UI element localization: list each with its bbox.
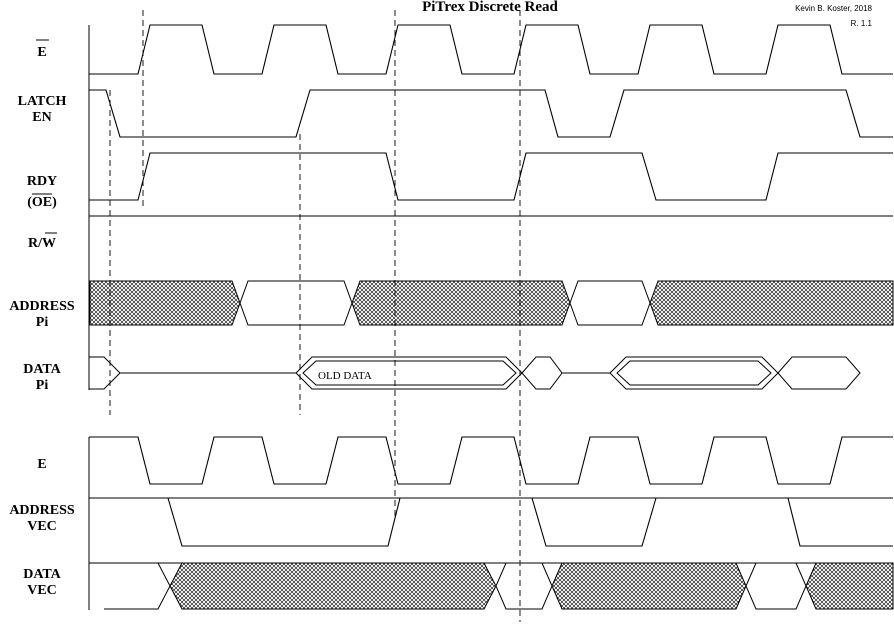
svg-text:EN: EN bbox=[32, 110, 51, 125]
waveform-e bbox=[89, 436, 893, 485]
waveform-address-pi bbox=[89, 280, 894, 326]
signal-label-data-vec: DATA VEC bbox=[23, 567, 61, 598]
svg-text:Pi: Pi bbox=[36, 315, 49, 330]
waveform-address-vec bbox=[89, 497, 893, 547]
signal-label-e: E bbox=[37, 457, 46, 472]
svg-text:ADDRESS: ADDRESS bbox=[9, 299, 75, 314]
waveform-data-pi: OLD DATA bbox=[89, 356, 861, 390]
svg-text:R/W: R/W bbox=[28, 236, 56, 251]
signal-label-latch-en: LATCH EN bbox=[18, 94, 67, 125]
svg-text:VEC: VEC bbox=[27, 519, 57, 534]
svg-text:DATA: DATA bbox=[23, 362, 61, 377]
signal-label-e-bar: E bbox=[36, 39, 49, 60]
revision-label: R. 1.1 bbox=[851, 19, 873, 28]
waveform-e-bar bbox=[89, 24, 893, 75]
signal-label-address-pi: ADDRESS Pi bbox=[9, 299, 75, 330]
diagram-title: PiTrex Discrete Read bbox=[422, 0, 558, 15]
svg-text:VEC: VEC bbox=[27, 583, 57, 598]
signal-label-data-pi: DATA Pi bbox=[23, 362, 61, 393]
old-data-label: OLD DATA bbox=[318, 370, 372, 382]
svg-text:LATCH: LATCH bbox=[18, 94, 67, 109]
waveform-rdy-oe bbox=[89, 152, 893, 201]
svg-text:E: E bbox=[37, 457, 46, 472]
svg-text:DATA: DATA bbox=[23, 567, 61, 582]
svg-text:Pi: Pi bbox=[36, 378, 49, 393]
waveform-data-vec bbox=[104, 562, 894, 610]
svg-text:ADDRESS: ADDRESS bbox=[9, 503, 75, 518]
signal-label-rw: R/W bbox=[28, 232, 57, 251]
waveform-latch-en bbox=[89, 89, 893, 138]
svg-text:(OE): (OE) bbox=[27, 195, 57, 210]
author-credit: Kevin B. Koster, 2018 bbox=[795, 4, 872, 13]
svg-text:E: E bbox=[37, 45, 46, 60]
svg-text:RDY: RDY bbox=[27, 174, 57, 189]
signal-label-rdy-oe: RDY (OE) bbox=[27, 174, 57, 210]
signal-label-address-vec: ADDRESS VEC bbox=[9, 503, 75, 534]
